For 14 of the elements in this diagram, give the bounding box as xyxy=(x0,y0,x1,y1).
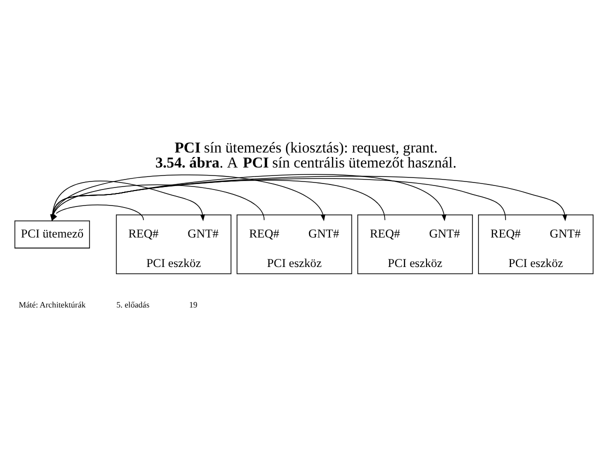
caption: 3.54. ábra. A PCI sín centrális ütemezőt használ. xyxy=(155,155,457,172)
node-text: REQ# xyxy=(128,226,159,240)
node-text: REQ# xyxy=(370,226,400,240)
label: 5. előadás xyxy=(116,300,150,310)
node-text: GNT# xyxy=(550,226,581,240)
diagram-title: PCI sín ütemezés (kiosztás): request, grant. xyxy=(174,140,438,156)
label: 19 xyxy=(189,300,198,310)
label: Máté: Architektúrák xyxy=(18,300,86,310)
node-text: REQ# xyxy=(490,226,521,240)
node-box: PCI ütemező xyxy=(14,220,90,248)
node-text: GNT# xyxy=(188,226,218,240)
node-text: GNT# xyxy=(308,226,340,240)
node-text: REQ# xyxy=(249,226,280,240)
node-text: GNT# xyxy=(429,226,460,240)
